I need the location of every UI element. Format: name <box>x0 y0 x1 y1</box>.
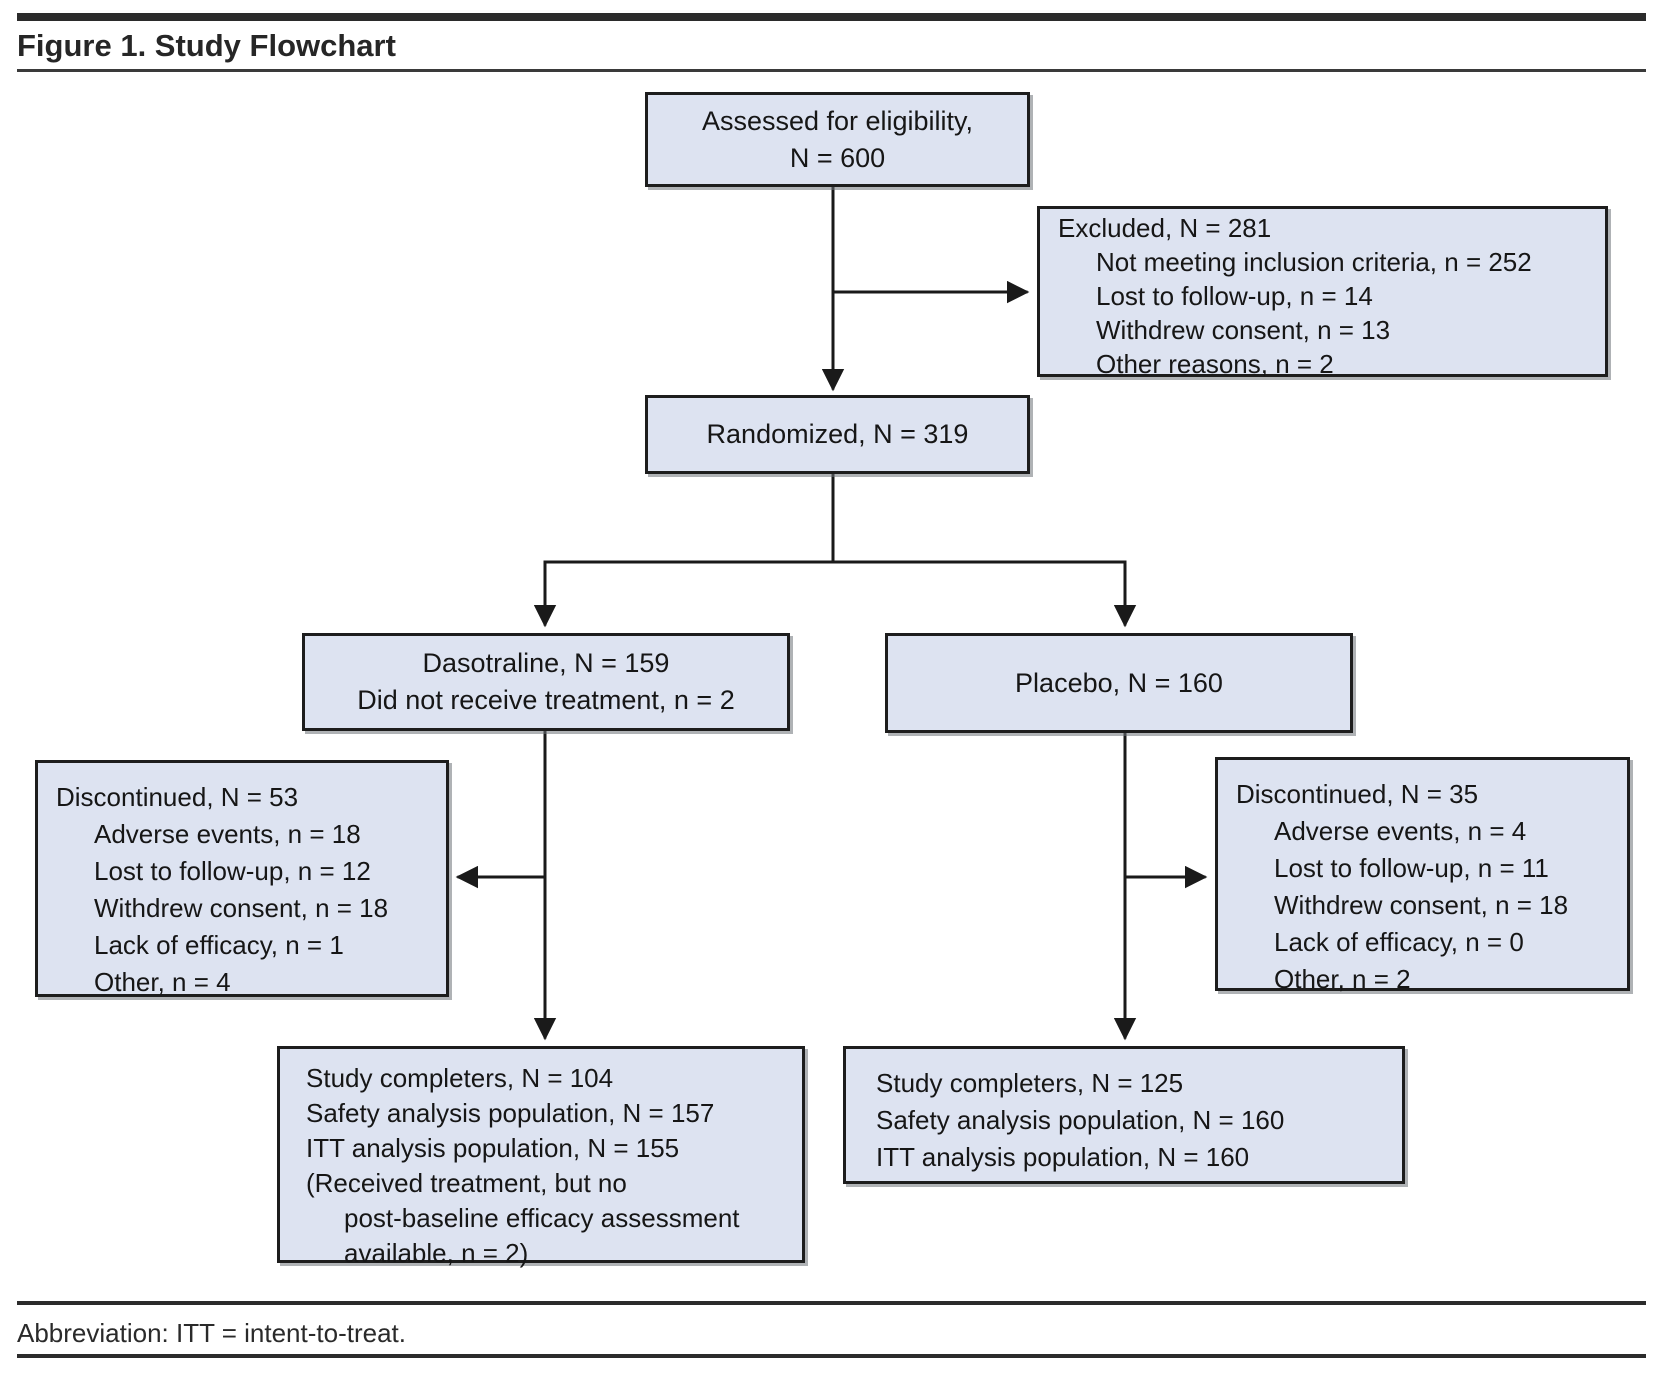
completers-line: ITT analysis population, N = 160 <box>876 1142 1250 1172</box>
excluded-item: Other reasons, n = 2 <box>1096 349 1334 379</box>
completers-line: available, n = 2) <box>344 1238 529 1268</box>
discontinued-item: Lack of efficacy, n = 1 <box>94 930 344 960</box>
discontinued-item: Withdrew consent, n = 18 <box>1274 890 1569 920</box>
excluded-item: Lost to follow-up, n = 14 <box>1096 281 1373 311</box>
completers-line: ITT analysis population, N = 155 <box>306 1133 680 1163</box>
discontinued-dasotraline-box: Discontinued, N = 53 Adverse events, n =… <box>35 760 449 997</box>
discontinued-item: Adverse events, n = 4 <box>1274 816 1527 846</box>
discontinued-item: Lost to follow-up, n = 12 <box>94 856 371 886</box>
completers-line: Study completers, N = 125 <box>876 1068 1184 1098</box>
discontinued-item: Lack of efficacy, n = 0 <box>1274 927 1524 957</box>
abbreviation-footnote: Abbreviation: ITT = intent-to-treat. <box>17 1318 406 1348</box>
footnote-bottom-rule <box>17 1354 1646 1358</box>
figure-title: Figure 1. Study Flowchart <box>17 28 396 63</box>
dasotraline-line: Dasotraline, N = 159 <box>422 648 670 678</box>
excluded-box: Excluded, N = 281 Not meeting inclusion … <box>1037 206 1608 379</box>
completers-line: Safety analysis population, N = 157 <box>306 1098 715 1128</box>
footnote-top-rule <box>17 1301 1646 1305</box>
randomized-box: Randomized, N = 319 <box>645 395 1030 474</box>
randomized-line: Randomized, N = 319 <box>706 419 969 449</box>
top-rule <box>17 13 1646 21</box>
discontinued-heading: Discontinued, N = 35 <box>1236 779 1479 809</box>
completers-dasotraline-box: Study completers, N = 104 Safety analysi… <box>277 1046 805 1268</box>
assessed-line: Assessed for eligibility, <box>701 105 974 136</box>
assessed-n: N = 600 <box>789 142 886 173</box>
excluded-item: Not meeting inclusion criteria, n = 252 <box>1096 247 1532 277</box>
discontinued-item: Lost to follow-up, n = 11 <box>1274 853 1549 883</box>
discontinued-item: Adverse events, n = 18 <box>94 819 361 849</box>
discontinued-heading: Discontinued, N = 53 <box>56 782 299 812</box>
title-underline-rule <box>17 69 1646 72</box>
completers-line: post-baseline efficacy assessment <box>344 1203 740 1233</box>
completers-line: Safety analysis population, N = 160 <box>876 1105 1285 1135</box>
completers-placebo-box: Study completers, N = 125 Safety analysi… <box>843 1046 1405 1184</box>
excluded-heading: Excluded, N = 281 <box>1058 213 1272 243</box>
completers-line: (Received treatment, but no <box>306 1168 627 1198</box>
dasotraline-arm-box: Dasotraline, N = 159 Did not receive tre… <box>302 633 790 731</box>
discontinued-item: Withdrew consent, n = 18 <box>94 893 389 923</box>
excluded-item: Withdrew consent, n = 13 <box>1096 315 1391 345</box>
discontinued-placebo-box: Discontinued, N = 35 Adverse events, n =… <box>1215 757 1630 994</box>
discontinued-item: Other, n = 4 <box>94 967 231 997</box>
discontinued-item: Other, n = 2 <box>1274 964 1411 994</box>
placebo-line: Placebo, N = 160 <box>1015 667 1223 698</box>
placebo-arm-box: Placebo, N = 160 <box>885 633 1353 733</box>
completers-line: Study completers, N = 104 <box>306 1063 614 1093</box>
assessed-eligibility-box: Assessed for eligibility, N = 600 <box>645 92 1030 187</box>
dasotraline-no-treatment-line: Did not receive treatment, n = 2 <box>357 685 735 715</box>
